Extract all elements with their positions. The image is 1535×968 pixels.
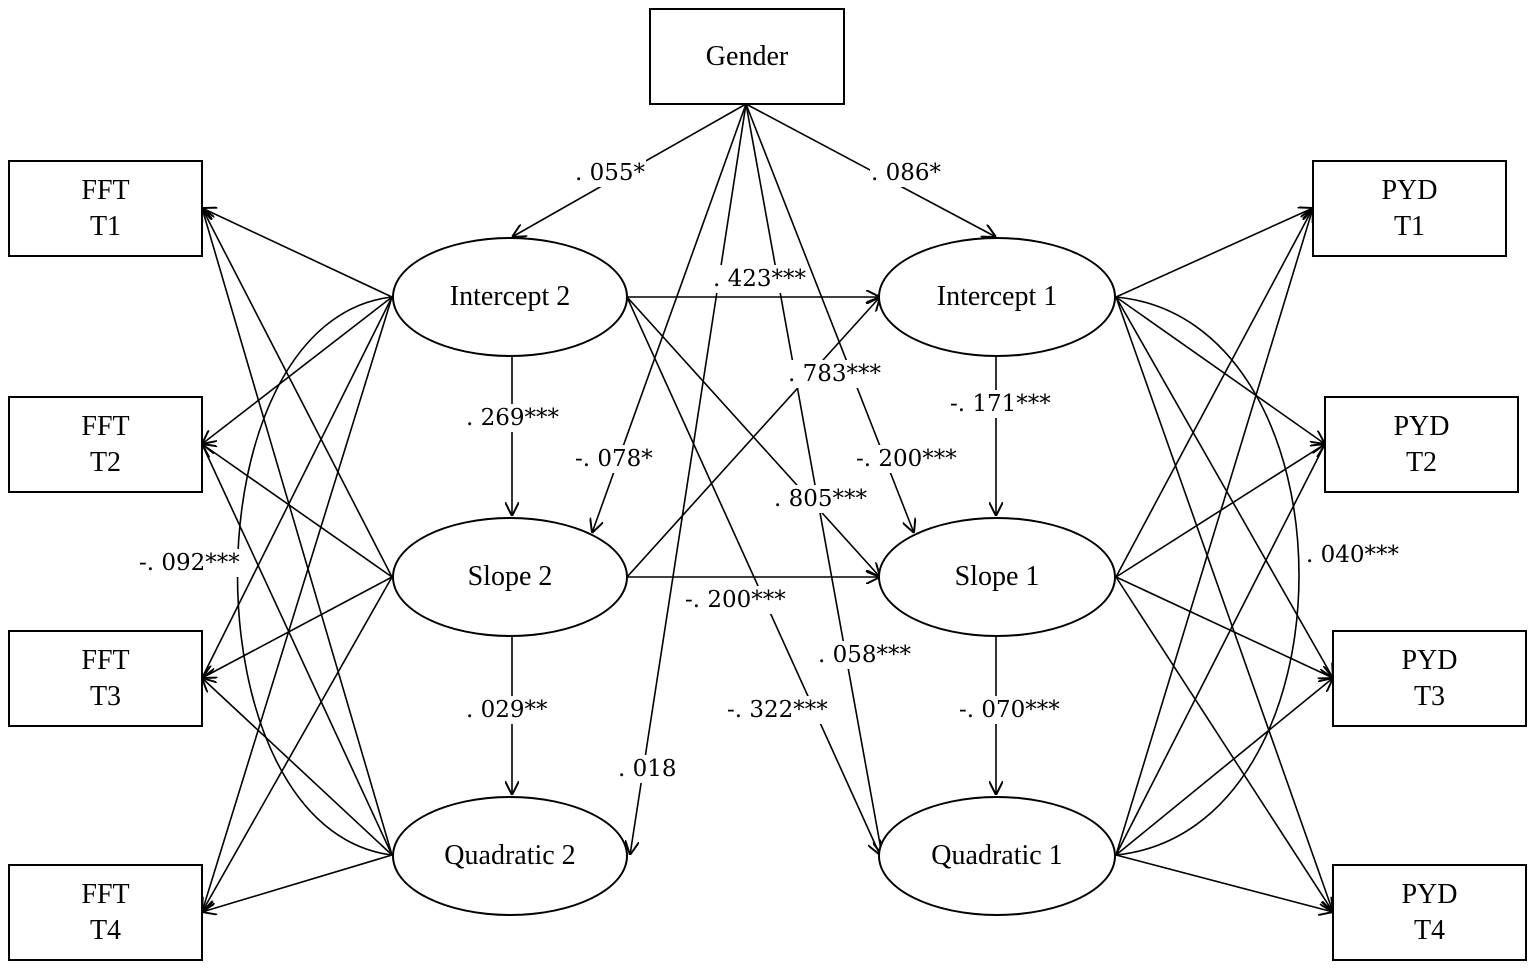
coef-slope1-quadratic1: -. 070***	[958, 696, 1061, 724]
coef-slope2-slope1: -. 200***	[684, 586, 787, 614]
coef-slope2-intercept1: . 783***	[787, 360, 883, 388]
pyd-t3-name: PYD	[1401, 644, 1458, 676]
coef-intercept2-slope1: . 805***	[773, 485, 869, 513]
fft-t3-time: T3	[89, 680, 122, 712]
coef-intercept2-quadratic2: -. 092***	[138, 549, 241, 577]
coef-intercept1-slope1: -. 171***	[949, 390, 1052, 418]
coef-gender-intercept1: . 086*	[870, 159, 943, 187]
fft-t2-time: T2	[89, 446, 122, 478]
arrow-intercept2-quadratic1	[626, 296, 880, 855]
pyd-t2-time: T2	[1405, 446, 1438, 478]
quadratic1-oval: Quadratic 1	[878, 796, 1116, 916]
pyd-t3-time: T3	[1413, 680, 1446, 712]
coef-slope2-quadratic2: . 029**	[465, 696, 549, 724]
arrow-gender-quadratic2	[630, 103, 747, 855]
pyd-t4-time: T4	[1413, 914, 1446, 946]
intercept1-oval: Intercept 1	[878, 237, 1116, 357]
coef-gender-slope1: -. 200***	[855, 445, 958, 473]
pyd-t3-box: PYD T3	[1332, 630, 1527, 727]
pyd-t4-name: PYD	[1401, 878, 1458, 910]
slope1-label: Slope 1	[954, 561, 1040, 592]
pyd-t1-time: T1	[1393, 210, 1426, 242]
pyd-t4-box: PYD T4	[1332, 864, 1527, 961]
loadings-fft	[202, 208, 393, 912]
fft-t2-name: FFT	[81, 410, 130, 442]
pyd-t1-box: PYD T1	[1312, 160, 1507, 257]
pyd-t2-name: PYD	[1393, 410, 1450, 442]
quadratic2-label: Quadratic 2	[444, 840, 576, 871]
arrow-gender-quadratic1	[745, 103, 882, 855]
coef-gender-quadratic1: . 058***	[817, 641, 913, 669]
intercept1-label: Intercept 1	[936, 281, 1058, 312]
fft-t4-box: FFT T4	[8, 864, 203, 961]
quadratic1-label: Quadratic 1	[931, 840, 1063, 871]
fft-t3-name: FFT	[81, 644, 130, 676]
slope2-label: Slope 2	[467, 561, 553, 592]
pyd-t2-box: PYD T2	[1324, 396, 1519, 493]
quadratic2-oval: Quadratic 2	[392, 796, 628, 916]
coef-intercept1-quadratic1: . 040***	[1305, 541, 1401, 569]
fft-t1-time: T1	[89, 210, 122, 242]
intercept2-label: Intercept 2	[449, 281, 571, 312]
fft-t4-name: FFT	[81, 878, 130, 910]
gender-box: Gender	[649, 8, 845, 105]
arrow-intercept2-slope1	[626, 296, 880, 577]
slope2-oval: Slope 2	[392, 517, 628, 637]
coef-intercept2-intercept1: . 423***	[712, 265, 808, 293]
cov-intercept2-quadratic2	[236, 296, 393, 856]
cov-intercept1-quadratic1	[1115, 296, 1300, 856]
fft-t2-box: FFT T2	[8, 396, 203, 493]
fft-t4-time: T4	[89, 914, 122, 946]
coef-gender-intercept2: . 055*	[574, 159, 647, 187]
slope1-oval: Slope 1	[878, 517, 1116, 637]
loadings-pyd	[1115, 208, 1333, 912]
coef-gender-slope2: -. 078*	[574, 445, 654, 473]
coef-intercept2-slope2: . 269***	[465, 404, 561, 432]
coef-gender-quadratic2: . 018	[617, 755, 678, 783]
fft-t3-box: FFT T3	[8, 630, 203, 727]
coef-intercept2-quadratic1: -. 322***	[726, 696, 829, 724]
fft-t1-name: FFT	[81, 174, 130, 206]
fft-t1-box: FFT T1	[8, 160, 203, 257]
pyd-t1-name: PYD	[1381, 174, 1438, 206]
intercept2-oval: Intercept 2	[392, 237, 628, 357]
gender-label: Gender	[705, 40, 789, 72]
